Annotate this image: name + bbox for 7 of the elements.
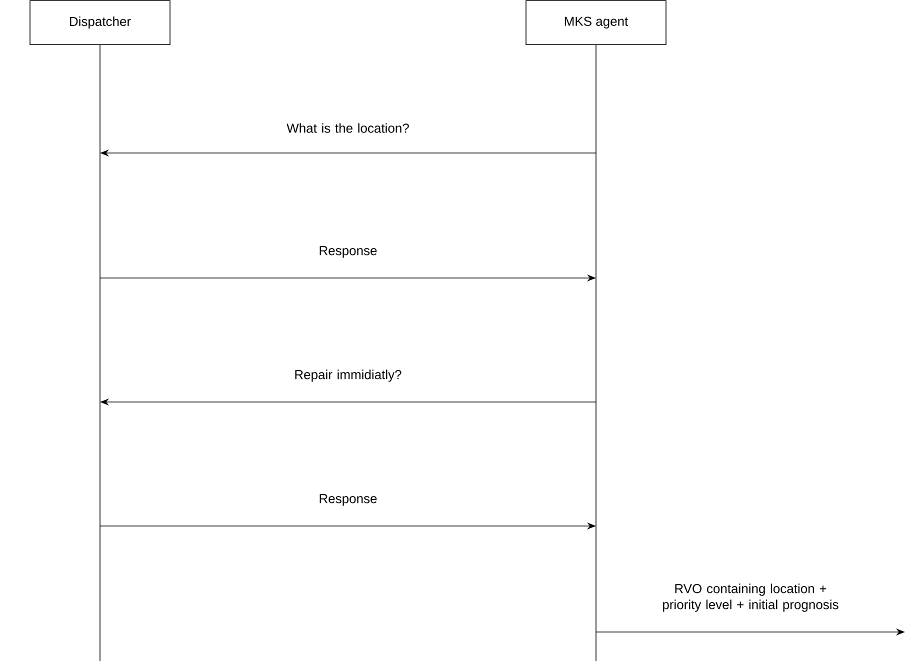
edge-label: Response [320, 246, 377, 258]
edge-label: What is the location? [286, 123, 409, 133]
edge-label: RVO containing location + priority level + initial prognosis [663, 584, 838, 612]
participant-box: MKS agent [526, 0, 666, 45]
edge-label: Repair immidiatly? [295, 370, 402, 382]
participant-box: Dispatcher [30, 0, 170, 45]
edge-label: Response [320, 494, 377, 506]
